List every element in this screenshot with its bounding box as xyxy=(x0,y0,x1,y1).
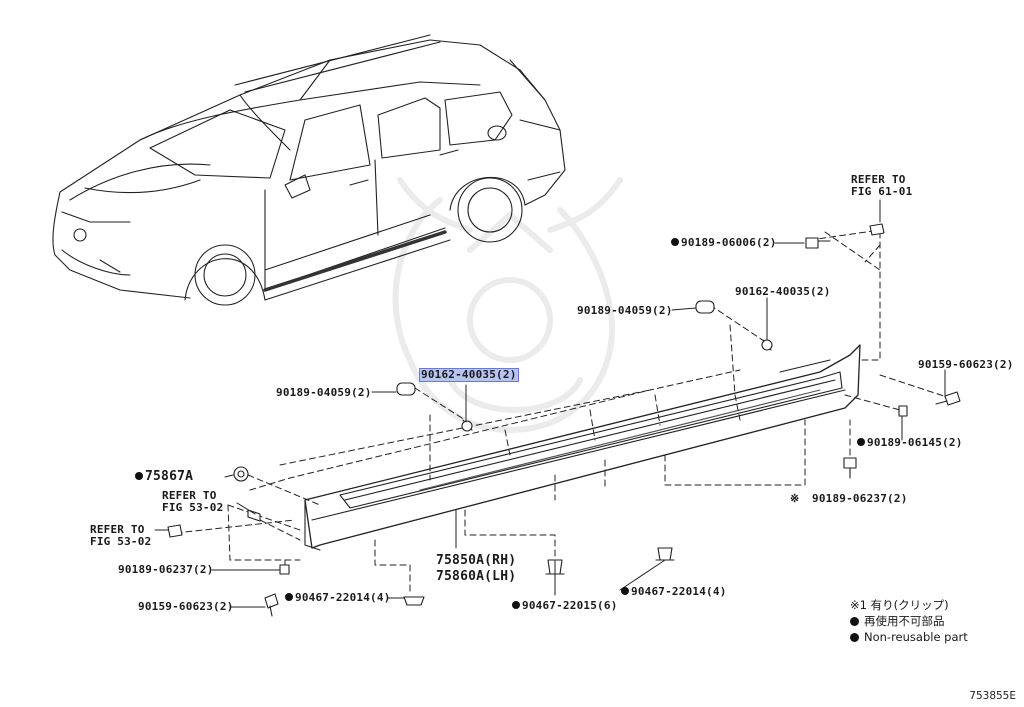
part-label-90189-06145[interactable]: 90189-06145(2) xyxy=(857,437,963,449)
refer-to-label-mid[interactable]: REFER TO xyxy=(162,489,217,502)
part-label-90189-04059-left[interactable]: 90189-04059(2) xyxy=(276,386,372,399)
legend-non-reusable-jp: 再使用不可部品 xyxy=(864,614,945,628)
figure-code: 753855E xyxy=(969,690,1016,702)
legend: ※1 有り(クリップ) 再使用不可部品 Non-reusable part xyxy=(850,597,968,645)
bullet-dot-icon xyxy=(850,617,859,626)
part-label-90467-22014-right[interactable]: 90467-22014(4) xyxy=(621,586,727,598)
legend-non-reusable-en-row: Non-reusable part xyxy=(850,629,968,645)
part-label-90159-60623-left[interactable]: 90159-60623(2) xyxy=(138,600,234,613)
part-label-75867a[interactable]: 75867A xyxy=(135,469,193,484)
fasteners xyxy=(167,223,961,617)
part-label-75860a-lh[interactable]: 75860A(LH) xyxy=(436,569,517,584)
part-label-90162-40035[interactable]: 90162-40035(2) xyxy=(735,285,831,298)
refer-to-label-top[interactable]: REFER TO xyxy=(851,173,906,186)
refer-to-label-left[interactable]: REFER TO xyxy=(90,523,145,536)
legend-non-reusable-jp-row: 再使用不可部品 xyxy=(850,613,968,629)
fig-53-02-label-a[interactable]: FIG 53-02 xyxy=(162,501,224,514)
part-label-90189-06006[interactable]: 90189-06006(2) xyxy=(671,237,777,249)
part-label-90467-22015[interactable]: 90467-22015(6) xyxy=(512,600,618,612)
part-label-90189-06237-left[interactable]: 90189-06237(2) xyxy=(118,563,214,576)
car-illustration xyxy=(52,34,566,306)
bullet-dot-icon xyxy=(850,633,859,642)
rocker-panel-molding xyxy=(304,344,861,551)
legend-clip-note: ※1 有り(クリップ) xyxy=(850,598,949,612)
asterisk-mark: ※ xyxy=(790,492,800,505)
fig-53-02-label-b[interactable]: FIG 53-02 xyxy=(90,535,152,548)
leader-lines xyxy=(154,199,946,608)
watermark xyxy=(392,177,623,433)
part-label-90162-40035-highlighted[interactable]: 90162-40035(2) xyxy=(419,368,519,382)
legend-non-reusable-en: Non-reusable part xyxy=(864,630,968,644)
part-label-90189-06237-right[interactable]: 90189-06237(2) xyxy=(812,492,908,505)
part-label-90159-60623-right[interactable]: 90159-60623(2) xyxy=(918,358,1014,371)
part-label-90467-22014-left[interactable]: 90467-22014(4) xyxy=(285,592,391,604)
part-label-75850a-rh[interactable]: 75850A(RH) xyxy=(436,553,517,568)
fig-61-01-label[interactable]: FIG 61-01 xyxy=(851,185,913,198)
part-label-90189-04059-right[interactable]: 90189-04059(2) xyxy=(577,304,673,317)
leader-dashes xyxy=(175,229,951,596)
